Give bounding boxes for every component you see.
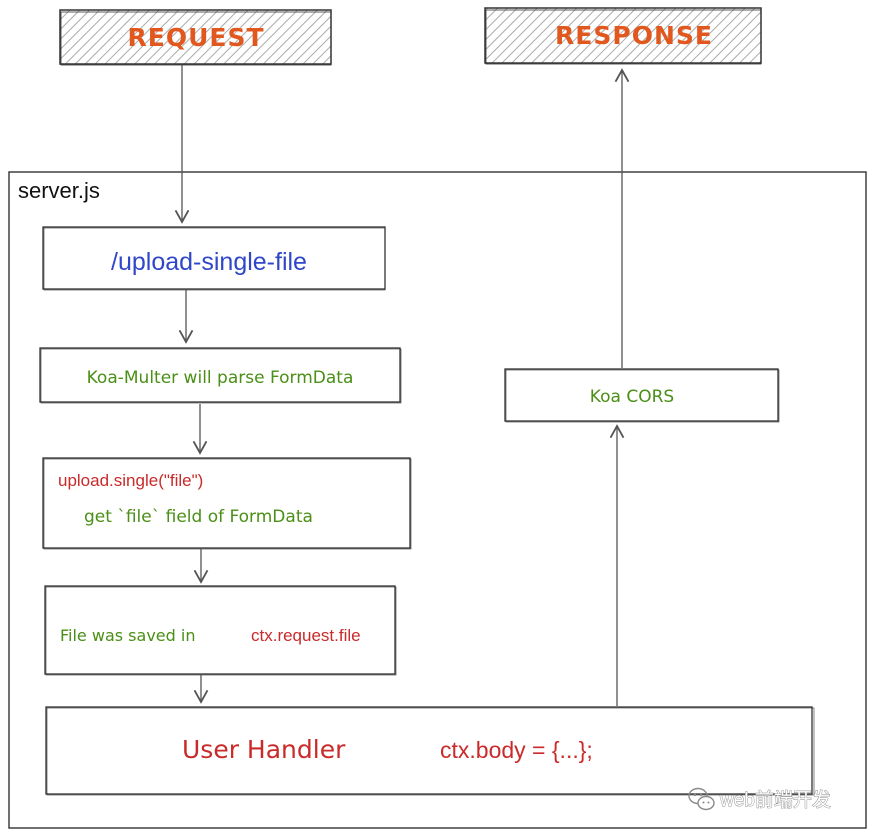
user-handler-code: ctx.body = {...}; [440, 737, 593, 763]
request-box: REQUEST [59, 9, 332, 66]
upload-single-box: upload.single("file") get `file` field o… [42, 457, 412, 550]
response-box: RESPONSE [484, 7, 762, 65]
upload-single-code: upload.single("file") [58, 471, 203, 490]
upload-single-description: get `file` field of FormData [84, 507, 313, 527]
file-saved-text: File was saved in [60, 626, 195, 645]
koa-multer-box: Koa-Multer will parse FormData [39, 347, 402, 404]
watermark-text: web前端开发 [719, 789, 831, 811]
request-label: REQUEST [127, 23, 264, 52]
user-handler-box: User Handler ctx.body = {...}; [45, 706, 815, 796]
route-box: /upload-single-file [42, 226, 386, 291]
file-saved-code: ctx.request.file [251, 626, 361, 645]
server-container: server.js [8, 171, 867, 829]
server-title: server.js [18, 178, 100, 203]
koa-multer-label: Koa-Multer will parse FormData [87, 368, 354, 388]
watermark: web前端开发 [688, 787, 831, 811]
file-saved-box: File was saved in ctx.request.file [44, 585, 397, 676]
koa-cors-label: Koa CORS [590, 387, 674, 407]
response-label: RESPONSE [555, 21, 713, 50]
route-label: /upload-single-file [111, 248, 307, 276]
koa-cors-box: Koa CORS [504, 368, 780, 423]
user-handler-label: User Handler [182, 735, 346, 764]
wechat-icon [688, 787, 715, 811]
